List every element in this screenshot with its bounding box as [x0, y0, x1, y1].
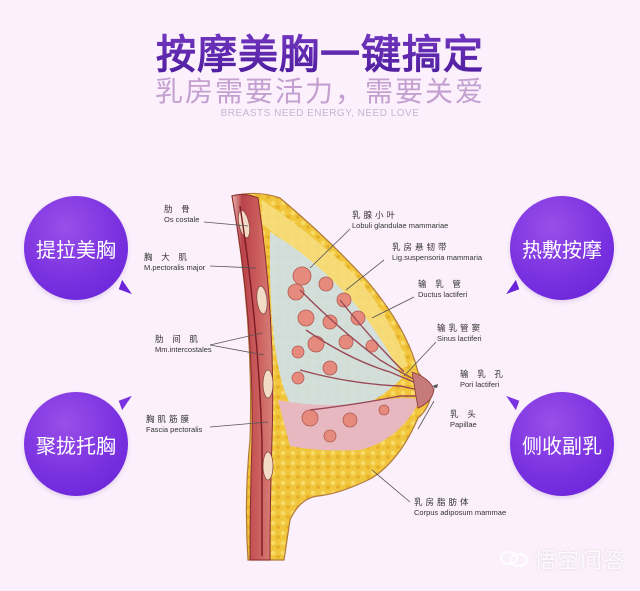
- label-papillae: 乳 头 Papillae: [450, 410, 479, 429]
- bubble-gather: 聚拢托胸: [24, 392, 136, 496]
- subtitle: 乳房需要活力，需要关爱: [154, 75, 485, 108]
- label-fascia-pectoralis: 胸肌筋膜 Fascia pectoralis: [146, 415, 203, 434]
- label-corpus-adiposum: 乳房脂肪体 Corpus adiposum mammae: [414, 498, 507, 517]
- label-ductus-lactiferi: 输 乳 管 Ductus lactiferi: [418, 280, 468, 299]
- label-pori-lactiferi: 输 乳 孔 Pori lactiferi: [460, 370, 506, 389]
- bubble-side-tuck: 侧收副乳: [502, 392, 614, 496]
- bubble-lift: 提拉美胸: [24, 196, 136, 300]
- label-sinus-lactiferi: 输乳管窦 Sinus lactiferi: [437, 324, 484, 343]
- label-os-costale: 肋 骨 Os costale: [164, 205, 200, 224]
- label-lobuli: 乳腺小叶 Lobuli glandulae mammariae: [352, 211, 449, 230]
- watermark: 悟空问答: [500, 543, 626, 575]
- tagline: BREASTS NEED ENERGY, NEED LOVE: [220, 108, 420, 119]
- headline: 按摩美胸一键搞定: [0, 22, 640, 80]
- speech-bubbles-icon: [500, 551, 528, 567]
- label-pectoralis-major: 胸 大 肌 M.pectoralis major: [144, 253, 206, 272]
- label-intercostales: 肋 间 肌 Mm.intercostales: [155, 335, 212, 354]
- label-lig-suspensoria: 乳房悬韧带 Lig.suspensoria mammaria: [392, 243, 483, 262]
- bubble-warm-massage: 热敷按摩: [502, 196, 614, 300]
